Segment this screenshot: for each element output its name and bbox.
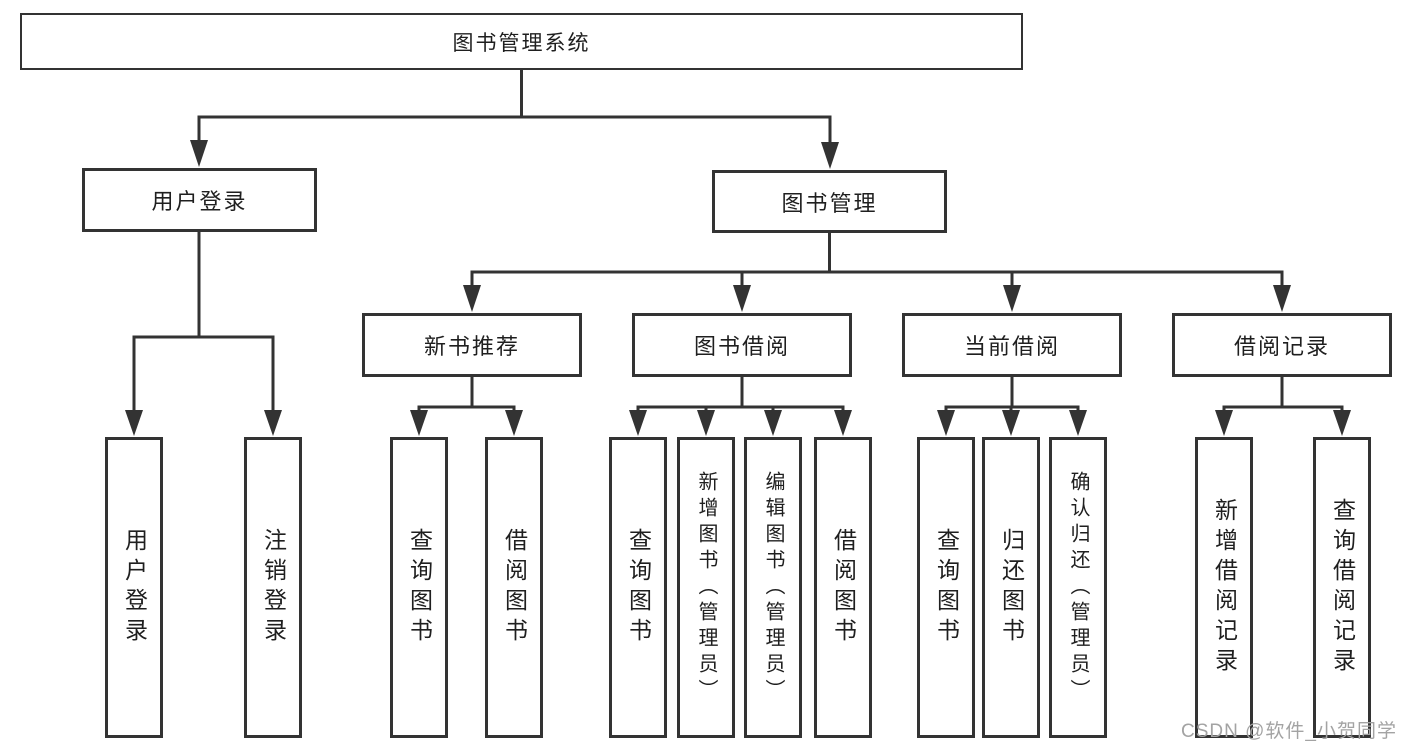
node-system-root: 图书管理系统: [20, 13, 1023, 70]
leaf-label: 查询图书: [406, 527, 433, 648]
leaf-label: 确认归还（管理员）: [1067, 470, 1089, 705]
leaf-label: 用户登录: [121, 527, 148, 648]
node-new-book-recommend: 新书推荐: [362, 313, 582, 377]
leaf-confirm-return-admin: 确认归还（管理员）: [1049, 437, 1107, 738]
leaf-user-login: 用户登录: [105, 437, 163, 738]
leaf-label: 新增图书（管理员）: [695, 470, 717, 705]
leaf-logout: 注销登录: [244, 437, 302, 738]
leaf-label: 注销登录: [260, 527, 287, 648]
node-book-management: 图书管理: [712, 170, 947, 233]
node-current-borrow: 当前借阅: [902, 313, 1122, 377]
leaf-add-book-admin: 新增图书（管理员）: [677, 437, 735, 738]
leaf-borrow-book-recommend: 借阅图书: [485, 437, 543, 738]
leaf-query-borrow-record: 查询借阅记录: [1313, 437, 1371, 738]
node-borrow-records: 借阅记录: [1172, 313, 1392, 377]
arrowhead-icons: [125, 140, 1351, 436]
leaf-label: 借阅图书: [830, 527, 857, 648]
leaf-query-book-current: 查询图书: [917, 437, 975, 738]
leaf-label: 查询图书: [933, 527, 960, 648]
leaf-return-book: 归还图书: [982, 437, 1040, 738]
leaf-label: 归还图书: [998, 527, 1025, 648]
connector-lines: [132, 68, 1344, 414]
node-user-login: 用户登录: [82, 168, 317, 232]
leaf-label: 查询图书: [625, 527, 652, 648]
leaf-add-borrow-record: 新增借阅记录: [1195, 437, 1253, 738]
node-book-borrow: 图书借阅: [632, 313, 852, 377]
leaf-borrow-book: 借阅图书: [814, 437, 872, 738]
leaf-label: 查询借阅记录: [1329, 497, 1356, 678]
csdn-watermark: CSDN @软件_小贺同学: [1181, 721, 1397, 742]
leaf-edit-book-admin: 编辑图书（管理员）: [744, 437, 802, 738]
leaf-label: 编辑图书（管理员）: [762, 470, 784, 705]
leaf-label: 借阅图书: [501, 527, 528, 648]
leaf-query-book-borrow: 查询图书: [609, 437, 667, 738]
leaf-label: 新增借阅记录: [1211, 497, 1238, 678]
leaf-query-book-recommend: 查询图书: [390, 437, 448, 738]
